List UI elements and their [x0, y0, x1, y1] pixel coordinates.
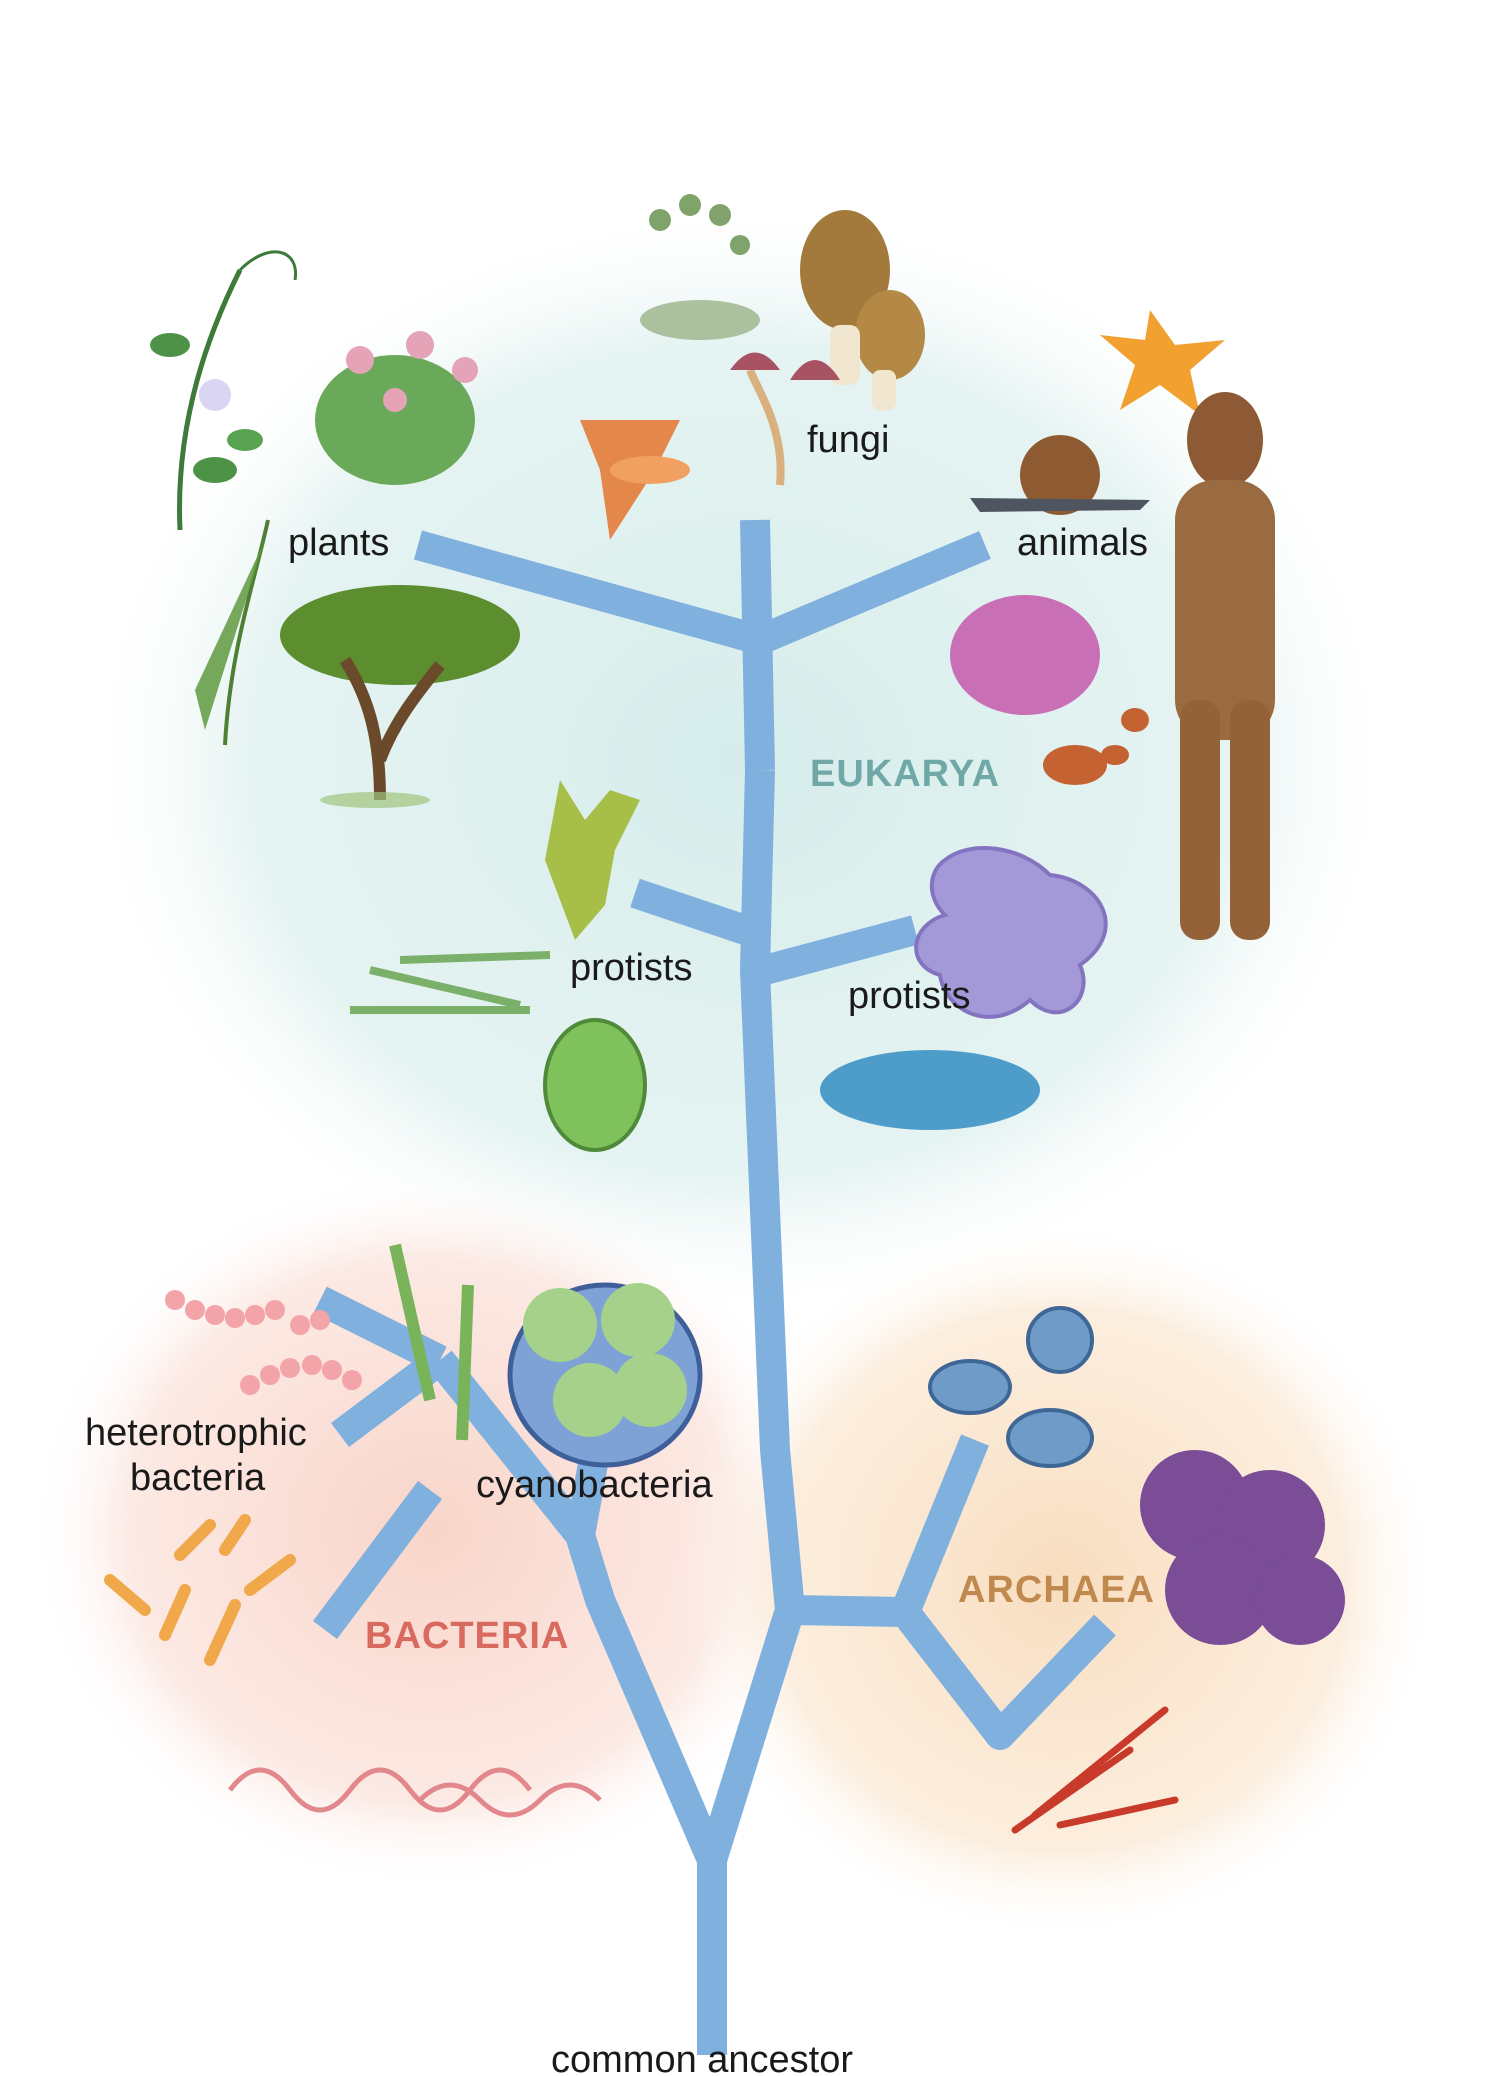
- amoeba-illustration: [914, 846, 1108, 1019]
- bacteria-spiral-branch: [313, 1481, 442, 1639]
- human-illustration: [1175, 392, 1275, 940]
- spirilla-illustration: [228, 1767, 602, 1818]
- label-plants: plants: [288, 522, 389, 564]
- archaea-branch: [789, 1434, 1116, 1750]
- archaea-halo: [680, 1220, 1440, 1940]
- label-protists-right: protists: [848, 975, 970, 1017]
- ant-illustration: [1043, 708, 1149, 785]
- starfish-illustration: [1100, 310, 1225, 415]
- euglena-illustration: [543, 1018, 647, 1152]
- sea-urchin-illustration: [950, 595, 1100, 715]
- label-bacteria: BACTERIA: [365, 1615, 569, 1657]
- streptococci-illustration: [165, 1290, 362, 1395]
- mold-sporangia-illustration: [640, 194, 760, 340]
- mushroom-illustration: [730, 352, 840, 486]
- acacia-tree-illustration: [280, 585, 520, 808]
- snail-illustration: [970, 435, 1150, 515]
- label-cyanobacteria: cyanobacteria: [476, 1464, 713, 1506]
- crown-branch: [413, 519, 991, 771]
- diatom-chains-illustration: [350, 951, 551, 1014]
- label-common-ancestor: common ancestor: [551, 2039, 853, 2076]
- label-archaea: ARCHAEA: [958, 1569, 1155, 1611]
- label-heterotrophic-line1: heterotrophic: [85, 1412, 307, 1454]
- clover-illustration: [315, 331, 478, 485]
- eukarya-main-branch: [697, 769, 805, 1865]
- filamentous-cyanobacteria-illustration: [389, 1243, 474, 1441]
- phylogenetic-tree: [313, 519, 1116, 2055]
- protist-left-branch: [630, 878, 765, 950]
- coccoid-archaea-illustration: [1140, 1450, 1345, 1645]
- label-fungi: fungi: [807, 419, 889, 461]
- label-eukarya: EUKARYA: [810, 753, 1000, 795]
- bacilli-illustration: [104, 1514, 296, 1666]
- chanterelle-illustration: [580, 420, 690, 540]
- protist-right-branch: [761, 915, 919, 985]
- morel-illustration: [800, 210, 925, 410]
- paramecium-illustration: [820, 1050, 1040, 1130]
- algae-blade-illustration: [545, 780, 640, 940]
- label-animals: animals: [1017, 522, 1148, 564]
- flagellated-archaea-illustration: [928, 1306, 1094, 1468]
- label-heterotrophic-line2: bacteria: [130, 1457, 266, 1499]
- rod-archaea-illustration: [1011, 1706, 1179, 1834]
- bacteria-main-branch: [428, 1350, 726, 1866]
- pea-vine-illustration: [150, 250, 298, 531]
- label-protists-left: protists: [570, 947, 692, 989]
- cyanobacteria-colony-illustration: [507, 1282, 703, 1468]
- fern-illustration: [195, 519, 270, 746]
